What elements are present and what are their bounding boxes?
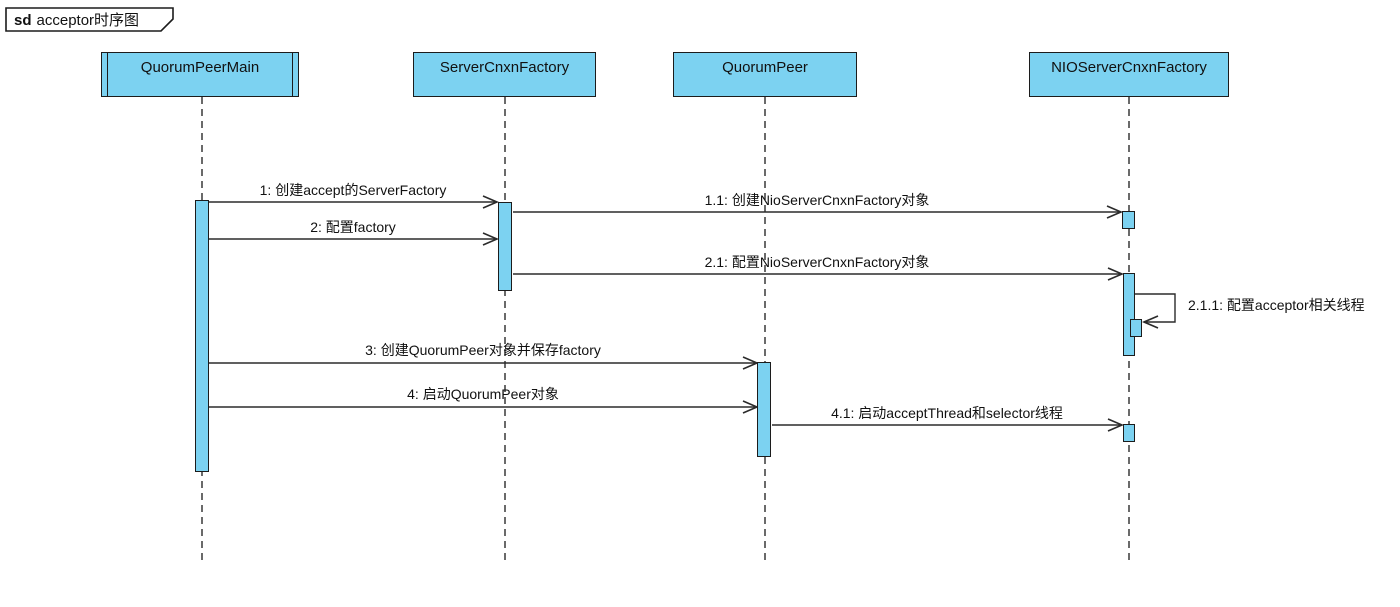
participant-name: ServerCnxnFactory [439,59,570,76]
activation-nioservercnxnfactory-3 [1123,424,1135,442]
participant-name: QuorumPeer [722,59,808,76]
activation-nioservercnxnfactory-1 [1122,211,1135,229]
message-label-2: 2: 配置factory [310,219,396,235]
message-arrow-2-1-1-self [1135,293,1176,329]
message-label-2-1: 2.1: 配置NioServerCnxnFactory对象 [704,254,930,270]
activation-servercnxnfactory [498,202,512,291]
activation-nioservercnxnfactory-2-nested [1130,319,1142,337]
message-label-4: 4: 启动QuorumPeer对象 [407,386,559,402]
participant-name: QuorumPeerMain [140,59,260,76]
active-object-bar-right [292,53,293,96]
participant-box-nioservercnxnfactory: NIOServerCnxnFactory [1029,52,1229,97]
message-label-3: 3: 创建QuorumPeer对象并保存factory [365,342,601,358]
frame-label-shape [5,7,174,32]
participant-box-quorumpeer: QuorumPeer [673,52,857,97]
frame-keyword: sd [14,12,32,29]
participant-box-quorumpeermain: QuorumPeerMain [101,52,299,97]
frame-title: acceptor时序图 [36,12,140,29]
message-label-4-1: 4.1: 启动acceptThread和selector线程 [831,405,1063,421]
active-object-bar-left [107,53,108,96]
participant-name: NIOServerCnxnFactory [1051,59,1207,76]
activation-quorumpeermain [195,200,209,472]
message-label-1-1: 1.1: 创建NioServerCnxnFactory对象 [704,192,930,208]
activation-quorumpeer [757,362,771,457]
activation-nioservercnxnfactory-2 [1123,273,1135,356]
message-label-2-1-1: 2.1.1: 配置acceptor相关线程 [1188,297,1365,313]
message-label-1: 1: 创建accept的ServerFactory [259,182,447,198]
participant-box-servercnxnfactory: ServerCnxnFactory [413,52,596,97]
